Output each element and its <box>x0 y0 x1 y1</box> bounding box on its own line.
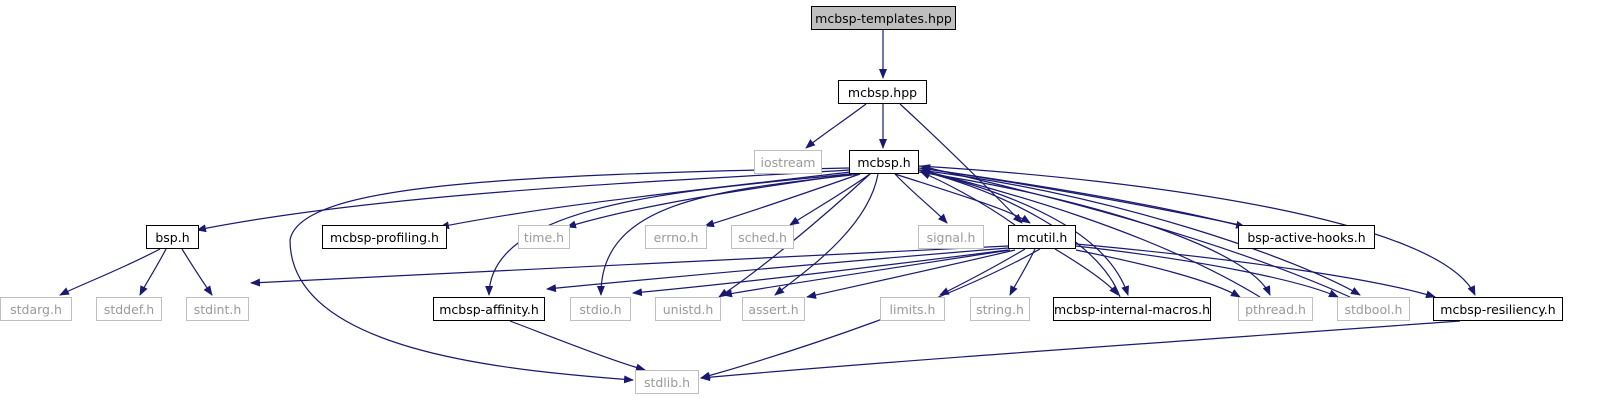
edge-mcutil-h-to-string-h <box>1009 248 1036 296</box>
node-stddef-h: stddef.h <box>96 297 162 321</box>
edge-mcbsp-resiliency-h-to-stdlib-h <box>700 320 1461 382</box>
node-stdlib-h: stdlib.h <box>635 370 699 394</box>
edge-bsp-h-to-stdint-h <box>181 248 213 296</box>
edge-mcbsp-h-to-errno-h <box>704 173 861 228</box>
node-mcbsp-internal-macros-h[interactable]: mcbsp-internal-macros.h <box>1053 297 1211 321</box>
node-stdio-h: stdio.h <box>570 297 631 321</box>
node-mcbsp-resiliency-h[interactable]: mcbsp-resiliency.h <box>1433 297 1563 321</box>
node-mcbsp-affinity-h[interactable]: mcbsp-affinity.h <box>433 297 545 321</box>
edge-bsp-h-to-stdarg-h <box>59 248 161 296</box>
edge-mcbsp-h-to-assert-h <box>774 173 879 296</box>
edge-mcutil-h-to-limits-h <box>939 248 1026 296</box>
node-limits-h: limits.h <box>880 297 945 321</box>
node-mcbsp-hpp[interactable]: mcbsp.hpp <box>838 80 927 104</box>
edge-pthread-h-to-mcbsp-h <box>920 168 1261 298</box>
edge-mcbsp-h-to-signal-h <box>894 173 948 224</box>
node-mcutil-h[interactable]: mcutil.h <box>1008 225 1076 249</box>
node-bsp-active-hooks-h[interactable]: bsp-active-hooks.h <box>1238 225 1375 249</box>
edge-mcutil-h-to-stdlib-h <box>700 248 1041 380</box>
edge-mcbsp-h-to-stdlib-h <box>289 167 850 384</box>
node-pthread-h: pthread.h <box>1238 297 1313 321</box>
edge-bsp-h-to-stddef-h <box>139 248 167 296</box>
edge-mcutil-h-to-unistd-h <box>722 249 1011 298</box>
node-stdarg-h: stdarg.h <box>0 297 72 321</box>
edge-mcutil-h-to-mcbsp-affinity-h <box>546 247 1009 293</box>
node-bsp-h[interactable]: bsp.h <box>146 225 199 249</box>
node-errno-h: errno.h <box>645 225 707 249</box>
edge-mcutil-h-to-mcbsp-internal-macros-h <box>1054 248 1119 296</box>
edge-mcbsp-h-to-mcbsp-affinity-h <box>485 173 850 296</box>
node-stdbool-h: stdbool.h <box>1337 297 1410 321</box>
edge-mcbsp-h-to-mcbsp-internal-macros-h <box>918 169 1129 296</box>
edge-mcbsp-affinity-h-to-stdlib-h <box>509 320 646 372</box>
node-string-h: string.h <box>970 297 1030 321</box>
edge-stdbool-h-to-mcbsp-h <box>920 164 1351 298</box>
node-mcbsp-profiling-h[interactable]: mcbsp-profiling.h <box>322 225 447 249</box>
node-iostream: iostream <box>754 150 822 174</box>
edge-mcbsp-h-to-bsp-h <box>196 169 850 233</box>
edge-bsp-active-hooks-h-to-mcbsp-h <box>920 165 1241 226</box>
edge-mcbsp-h-to-stdio-h <box>596 173 861 296</box>
node-stdint-h: stdint.h <box>186 297 249 321</box>
edge-mcbsp-hpp-to-iostream <box>805 103 867 149</box>
edge-mcbsp-h-to-mcbsp-profiling-h <box>439 171 851 230</box>
node-mcbsp-h[interactable]: mcbsp.h <box>849 150 919 174</box>
edge-mcutil-h-to-mcbsp-resiliency-h <box>1075 243 1436 299</box>
node-signal-h: signal.h <box>918 225 984 249</box>
node-mcbsp-templates-hpp[interactable]: mcbsp-templates.hpp <box>811 6 956 30</box>
edge-mcutil-h-to-pthread-h <box>1075 249 1241 298</box>
edge-mcbsp-internal-macros-h-to-mcbsp-h <box>920 169 1121 298</box>
edge-mcutil-h-to-assert-h <box>806 249 1016 299</box>
edges <box>59 30 1476 384</box>
node-unistd-h: unistd.h <box>655 297 721 321</box>
edge-mcutil-h-to-stdbool-h <box>1075 245 1339 298</box>
node-time-h: time.h <box>518 225 570 249</box>
edge-mcbsp-h-to-stdbool-h <box>918 169 1361 296</box>
edge-mcutil-h-to-stdio-h <box>632 249 1009 297</box>
node-assert-h: assert.h <box>742 297 805 321</box>
node-sched-h: sched.h <box>731 225 794 249</box>
edge-mcbsp-h-to-mcbsp-resiliency-h <box>918 165 1476 296</box>
edge-mcbsp-h-to-sched-h <box>789 173 871 226</box>
